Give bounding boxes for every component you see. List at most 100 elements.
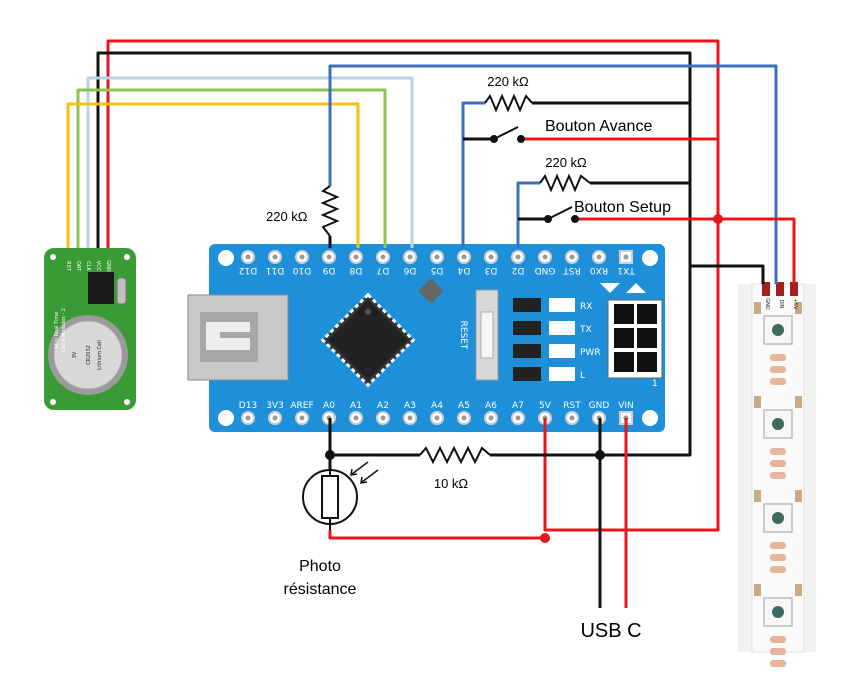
- nano-top-pin-label-d10: D10: [293, 265, 312, 275]
- nano-led-rx: [513, 298, 541, 312]
- nano-bottom-pin-label-aref: AREF: [290, 401, 313, 411]
- nano-bottom-pin-label-5v: 5V: [539, 401, 552, 411]
- ldr-light-arrow: [351, 461, 369, 475]
- rtc-mount-hole: [50, 254, 56, 260]
- switch-avance-lever: [493, 126, 519, 140]
- nano-top-pin-label-d5: D5: [431, 265, 444, 275]
- rtc-crystal: [116, 277, 127, 305]
- label-resistor-d9: 220 kΩ: [266, 209, 308, 224]
- wire-rtc-clk: [86, 76, 414, 248]
- strip-resistor: [754, 302, 761, 314]
- nano-top-pin-hole-d4: [461, 254, 467, 260]
- nano-bottom-pin-label-vin: VIN: [618, 401, 634, 411]
- arduino-nano: RESET RX TX PWR L 1: [187, 244, 665, 432]
- nano-top-pin-hole-d9: [326, 254, 332, 260]
- junctions: [325, 214, 723, 543]
- nano-led-pwr-pad: [549, 344, 575, 358]
- ldr-arrow-head: [360, 476, 368, 484]
- strip-cap: [770, 554, 786, 561]
- rtc-mount-hole: [124, 399, 130, 405]
- nano-bottom-pin-hole-a6: [488, 415, 494, 421]
- ldr-arrow-head: [350, 468, 358, 476]
- nano-led-pwr-label: PWR: [580, 348, 601, 358]
- nano-bottom-pin-label-a0: A0: [323, 401, 335, 411]
- nano-icsp-num: 1: [652, 379, 658, 389]
- strip-cap: [770, 366, 786, 373]
- strip-cap: [770, 660, 786, 667]
- nano-bottom-pin-hole-a5: [461, 415, 467, 421]
- nano-top-pin-label-d8: D8: [349, 265, 362, 275]
- nano-reset-label: RESET: [458, 321, 468, 350]
- nano-top-pin-hole-tx1: [623, 254, 629, 260]
- nano-top-pin-hole-rst: [569, 254, 575, 260]
- rtc-mount-hole: [124, 254, 130, 260]
- nano-led-pwr: [513, 344, 541, 358]
- label-photo: Photo: [299, 558, 341, 575]
- junction-dot: [595, 450, 605, 460]
- nano-mount-hole: [218, 410, 234, 426]
- resistor-d9: [320, 185, 340, 237]
- strip-led-die: [772, 324, 784, 336]
- nano-mount-hole: [218, 250, 234, 266]
- nano-top-pin-label-d2: D2: [512, 265, 525, 275]
- strip-cap: [770, 636, 786, 643]
- nano-icsp-header: 1: [607, 299, 663, 389]
- nano-bottom-pin-label-a1: A1: [350, 401, 362, 411]
- nano-top-pin-hole-gnd: [542, 254, 548, 260]
- label-bouton-setup: Bouton Setup: [574, 199, 671, 216]
- nano-usb-inner: [206, 322, 250, 350]
- strip-resistor: [795, 302, 802, 314]
- label-resistor-avance: 220 kΩ: [487, 74, 529, 89]
- rtc-pin-vcc: VCC: [95, 261, 101, 272]
- switch-avance-contact: [517, 135, 525, 143]
- wire-ldr-5v: [328, 530, 545, 540]
- strip-led-die: [772, 512, 784, 524]
- nano-bottom-pin-label-rst: RST: [563, 401, 581, 411]
- nano-top-pin-label-d4: D4: [457, 265, 470, 275]
- nano-top-pin-label-rst: RST: [563, 265, 581, 275]
- nano-led-rx-pad: [549, 298, 575, 312]
- wire-5v-main: [106, 39, 720, 532]
- label-bouton-avance: Bouton Avance: [545, 118, 652, 135]
- switch-setup-contact: [571, 215, 579, 223]
- strip-resistor: [754, 396, 761, 408]
- wire-setup-switch-b: [577, 217, 796, 284]
- rtc-battery-volt: 3V: [72, 351, 78, 358]
- nano-top-pin-hole-d11: [272, 254, 278, 260]
- rtc-battery-label: CR2032: [86, 345, 92, 365]
- nano-bottom-pin-hole-3v3: [272, 415, 278, 421]
- nano-leds: RX TX PWR L: [513, 298, 601, 381]
- wire-rtc-dat: [76, 88, 387, 248]
- nano-top-pin-hole-rx0: [596, 254, 602, 260]
- strip-resistor: [795, 396, 802, 408]
- wire-strip-gnd: [690, 264, 765, 284]
- nano-crystal: [419, 279, 443, 303]
- label-resistance: résistance: [284, 581, 357, 598]
- label-usb-c: USB C: [580, 620, 641, 642]
- strip-cap: [770, 378, 786, 385]
- rtc-battery: [53, 320, 123, 390]
- nano-top-pin-hole-d12: [245, 254, 251, 260]
- rtc-pin-clk: CLK: [85, 261, 91, 271]
- nano-bottom-pin-label-gnd: GND: [589, 401, 610, 411]
- nano-bottom-pin-label-a5: A5: [458, 401, 470, 411]
- strip-cap: [770, 472, 786, 479]
- strip-resistor: [754, 490, 761, 502]
- nano-bottom-pin-hole-a4: [434, 415, 440, 421]
- strip-cap: [770, 566, 786, 573]
- nano-mount-hole: [642, 410, 658, 426]
- nano-top-pin-hole-d10: [299, 254, 305, 260]
- wire-data-strip: [328, 64, 778, 284]
- nano-arrow-marker: [626, 283, 646, 293]
- resistors: [320, 93, 591, 465]
- nano-mount-hole: [642, 250, 658, 266]
- rtc-pin-dat: DAT: [75, 261, 81, 272]
- nano-bottom-pin-hole-a3: [407, 415, 413, 421]
- nano-bottom-pin-hole-rst: [569, 415, 575, 421]
- nano-led-rx-label: RX: [580, 302, 592, 312]
- nano-led-l: [513, 367, 541, 381]
- nano-top-pin-label-d9: D9: [322, 265, 335, 275]
